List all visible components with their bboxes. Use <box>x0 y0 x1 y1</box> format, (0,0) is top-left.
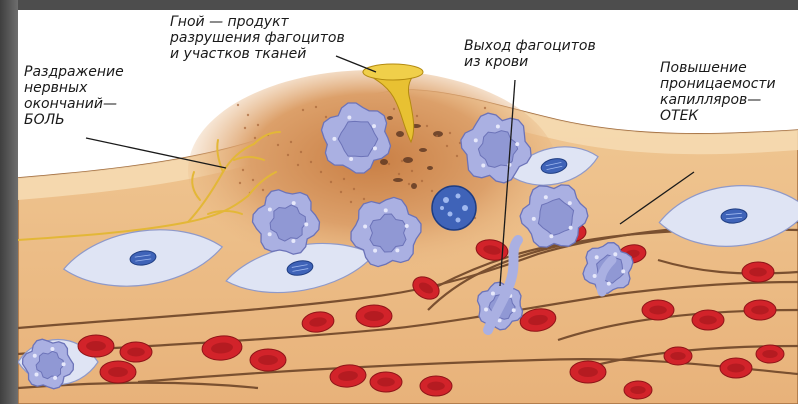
red-blood-cell-icon <box>720 358 752 378</box>
red-blood-cell-icon <box>664 347 692 365</box>
red-blood-cell-icon <box>642 300 674 320</box>
label-phagocytes: Выход фагоцитов из крови <box>464 38 596 70</box>
red-blood-cell-icon <box>120 342 152 362</box>
phagocyte-cell-icon <box>432 186 476 230</box>
label-phagocytes-line-1: Выход фагоцитов <box>464 38 596 54</box>
inflammation-diagram: Раздражение нервных окончаний— БОЛЬ Гной… <box>18 10 798 404</box>
red-blood-cell-icon <box>100 361 136 383</box>
label-pain: Раздражение нервных окончаний— БОЛЬ <box>24 64 124 128</box>
label-edema-line-2: проницаемости <box>660 76 776 92</box>
red-blood-cell-icon <box>570 361 606 383</box>
label-pus-line-1: Гной — продукт <box>170 14 345 30</box>
frame-top <box>0 0 798 10</box>
red-blood-cell-icon <box>356 305 392 327</box>
red-blood-cell-icon <box>742 262 774 282</box>
frame-left <box>0 0 18 404</box>
label-edema: Повышение проницаемости капилляров— ОТЕК <box>660 60 776 124</box>
label-pus-line-3: и участков тканей <box>170 46 345 62</box>
pus-cap <box>363 64 423 80</box>
label-edema-line-4: ОТЕК <box>660 108 776 124</box>
label-pain-line-1: Раздражение <box>24 64 124 80</box>
red-blood-cell-icon <box>370 372 402 392</box>
red-blood-cell-icon <box>744 300 776 320</box>
label-pain-line-3: окончаний— <box>24 96 124 112</box>
red-blood-cell-icon <box>756 345 784 363</box>
red-blood-cell-icon <box>624 381 652 399</box>
label-pain-line-2: нервных <box>24 80 124 96</box>
red-blood-cell-icon <box>250 349 286 371</box>
label-pus-line-2: разрушения фагоцитов <box>170 30 345 46</box>
label-edema-line-1: Повышение <box>660 60 776 76</box>
red-blood-cell-icon <box>692 310 724 330</box>
red-blood-cell-icon <box>420 376 452 396</box>
red-blood-cell-icon <box>78 335 114 357</box>
label-pus: Гной — продукт разрушения фагоцитов и уч… <box>170 14 345 62</box>
label-pain-line-4: БОЛЬ <box>24 112 124 128</box>
label-edema-line-3: капилляров— <box>660 92 776 108</box>
label-phagocytes-line-2: из крови <box>464 54 596 70</box>
